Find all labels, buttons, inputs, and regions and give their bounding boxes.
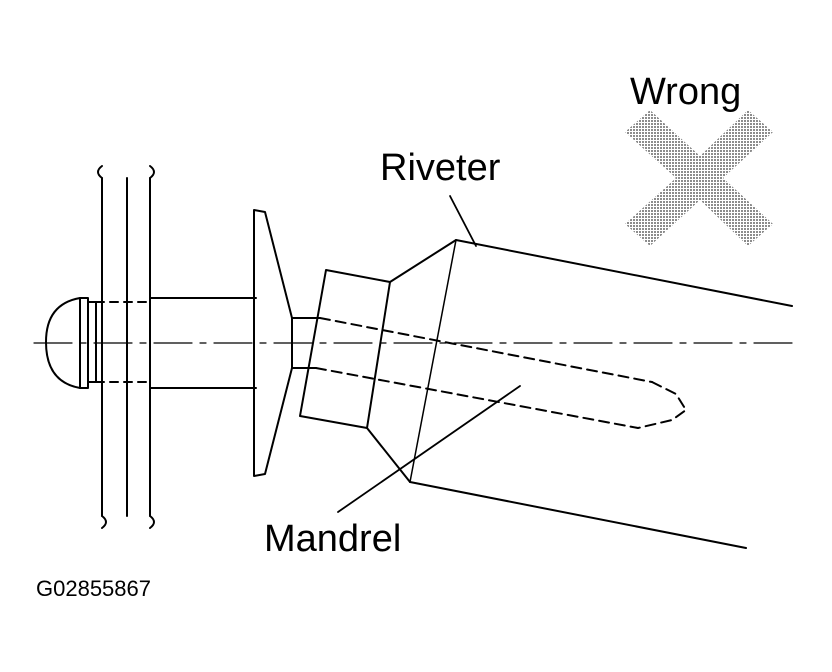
figure-id: G02855867: [36, 576, 151, 601]
wrong-x-mark: [625, 110, 773, 246]
riveter-leader-line: [449, 195, 477, 247]
rivet-body: [95, 297, 257, 389]
rivet-head: [45, 297, 97, 389]
mandrel-leader-line: [337, 385, 521, 513]
mandrel-hidden: [315, 317, 687, 429]
riveter-body: [409, 239, 793, 549]
mandrel-label: Mandrel: [264, 518, 401, 560]
workpiece-panel: [97, 165, 155, 529]
mandrel-stem: [291, 317, 321, 369]
wrong-label: Wrong: [630, 71, 741, 113]
riveter-label: Riveter: [380, 147, 501, 189]
riveter-nose: [299, 239, 457, 483]
